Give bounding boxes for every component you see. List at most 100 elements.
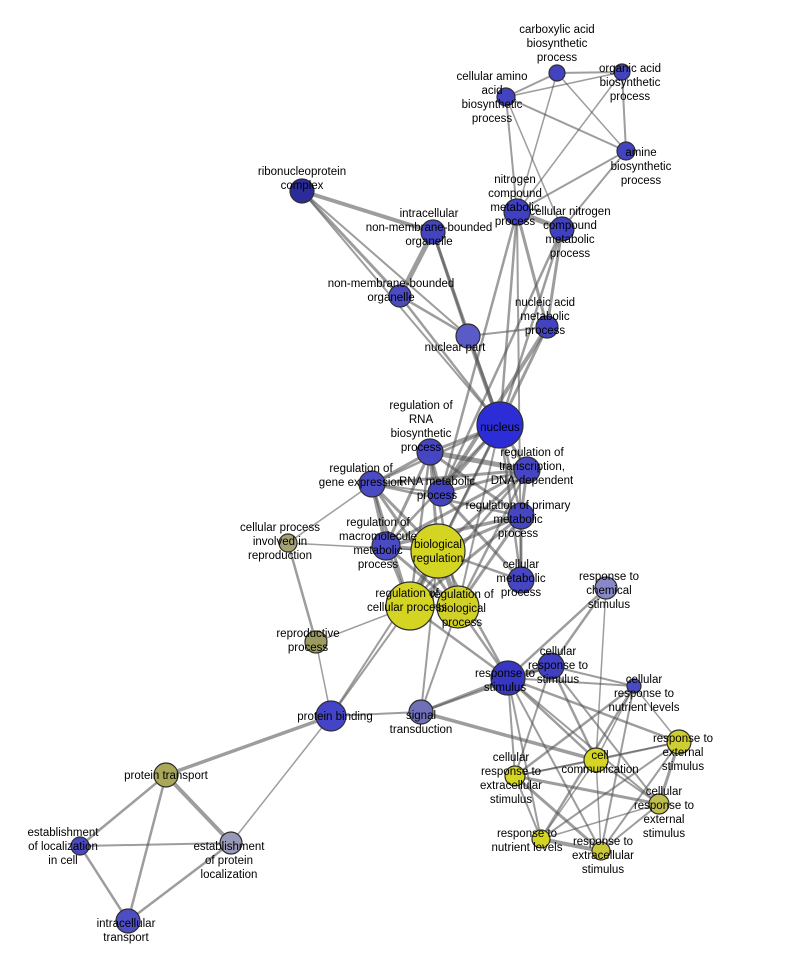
node-nuclear-part[interactable] xyxy=(455,323,481,349)
node-organic-acid-biosynthetic-process[interactable] xyxy=(613,63,631,81)
node-cellular-response-to-nutrient-levels[interactable] xyxy=(626,678,642,694)
edge-organic-acid-biosynthetic-process--nitrogen-compound-metabolic-process xyxy=(516,71,623,213)
node-nitrogen-compound-metabolic-process[interactable] xyxy=(503,198,531,226)
node-cellular-response-to-extracellular-stimulus[interactable] xyxy=(504,765,526,787)
edge-response-to-stimulus--response-to-nutrient-levels xyxy=(507,677,542,840)
edge-response-to-stimulus--response-to-chemical-stimulus xyxy=(507,587,607,679)
edge-cellular-nitrogen-compound-metabolic-process--nucleus xyxy=(498,228,564,426)
edge-cellular-process-involved-in-reproduction--reproductive-process xyxy=(286,542,318,643)
edge-establishment-of-localization-in-cell--intracellular-transport xyxy=(78,845,130,922)
node-regulation-of-transcription-dna-dependent[interactable] xyxy=(513,456,541,484)
node-response-to-external-stimulus[interactable] xyxy=(666,729,692,755)
node-layer xyxy=(70,63,692,934)
node-cell-communication[interactable] xyxy=(583,747,609,773)
node-cellular-amino-acid-biosynthetic-process[interactable] xyxy=(496,87,516,107)
node-response-to-nutrient-levels[interactable] xyxy=(531,829,551,849)
node-rna-metabolic-process[interactable] xyxy=(427,479,455,507)
edge-protein-binding--protein-transport xyxy=(165,714,332,777)
node-label-protein-binding: protein binding xyxy=(297,711,372,723)
node-regulation-of-cellular-process[interactable] xyxy=(385,581,435,631)
edge-regulation-of-rna-biosynthetic-process--regulation-of-macromolecule-metabolic-process xyxy=(384,451,432,547)
edge-cell-communication--response-to-extracellular-stimulus xyxy=(595,759,602,852)
node-cellular-response-to-external-stimulus[interactable] xyxy=(648,793,670,815)
node-cellular-nitrogen-compound-metabolic-process[interactable] xyxy=(549,216,575,242)
node-nucleus[interactable] xyxy=(476,401,524,449)
edge-regulation-of-transcription-dna-dependent--rna-metabolic-process xyxy=(440,468,528,495)
edge-cellular-amino-acid-biosynthetic-process--amine-biosynthetic-process xyxy=(505,96,627,152)
edge-carboxylic-acid-biosynthetic-process--nitrogen-compound-metabolic-process xyxy=(516,72,558,213)
edge-response-to-stimulus--cellular-response-to-external-stimulus xyxy=(507,677,660,805)
node-intracellular-non-membrane-bounded-organelle[interactable] xyxy=(420,219,446,245)
node-label-nuclear-part: nuclear part xyxy=(425,342,487,354)
node-response-to-chemical-stimulus[interactable] xyxy=(594,576,618,600)
node-regulation-of-gene-expression[interactable] xyxy=(358,470,386,498)
node-amine-biosynthetic-process[interactable] xyxy=(616,141,636,161)
node-regulation-of-primary-metabolic-process[interactable] xyxy=(507,502,535,530)
node-intracellular-transport[interactable] xyxy=(115,908,141,934)
node-regulation-of-biological-process[interactable] xyxy=(436,585,480,629)
node-regulation-of-macromolecule-metabolic-process[interactable] xyxy=(371,531,401,561)
edge-organic-acid-biosynthetic-process--amine-biosynthetic-process xyxy=(621,71,627,152)
edge-protein-transport--establishment-of-protein-localization xyxy=(164,773,233,845)
node-non-membrane-bounded-organelle[interactable] xyxy=(388,284,412,308)
node-biological-regulation[interactable] xyxy=(410,523,466,579)
edge-cellular-response-to-extracellular-stimulus--response-to-nutrient-levels xyxy=(514,775,542,840)
node-reproductive-process[interactable] xyxy=(304,630,328,654)
node-response-to-stimulus[interactable] xyxy=(490,660,526,696)
edge-signal-transduction--cell-communication xyxy=(420,710,597,762)
node-cellular-metabolic-process[interactable] xyxy=(507,566,535,594)
edge-regulation-of-transcription-dna-dependent--regulation-of-gene-expression xyxy=(371,468,528,486)
node-cellular-process-involved-in-reproduction[interactable] xyxy=(278,533,298,553)
edge-establishment-of-protein-localization--intracellular-transport xyxy=(127,842,232,922)
edge-ribonucleoprotein-complex--nuclear-part xyxy=(301,190,469,337)
edge-organic-acid-biosynthetic-process--cellular-amino-acid-biosynthetic-process xyxy=(505,71,623,98)
node-ribonucleoprotein-complex[interactable] xyxy=(289,178,315,204)
node-protein-binding[interactable] xyxy=(315,700,347,732)
edge-cellular-amino-acid-biosynthetic-process--nitrogen-compound-metabolic-process xyxy=(505,96,518,213)
node-nucleic-acid-metabolic-process[interactable] xyxy=(535,315,559,339)
node-carboxylic-acid-biosynthetic-process[interactable] xyxy=(548,64,566,82)
edge-cellular-response-to-extracellular-stimulus--response-to-extracellular-stimulus xyxy=(514,774,602,853)
node-response-to-extracellular-stimulus[interactable] xyxy=(591,841,611,861)
edge-layer xyxy=(78,71,681,922)
edge-cellular-response-to-extracellular-stimulus--cellular-response-to-external-stimulus xyxy=(514,774,660,806)
node-establishment-of-localization-in-cell[interactable] xyxy=(70,836,90,856)
node-regulation-of-rna-biosynthetic-process[interactable] xyxy=(416,438,444,466)
node-signal-transduction[interactable] xyxy=(408,699,434,725)
edge-nitrogen-compound-metabolic-process--nucleic-acid-metabolic-process xyxy=(515,211,549,328)
node-cellular-response-to-stimulus[interactable] xyxy=(537,652,565,680)
edge-cell-communication--cellular-response-to-external-stimulus xyxy=(595,759,660,805)
edge-response-to-extracellular-stimulus--cellular-response-to-nutrient-levels xyxy=(600,685,635,852)
edge-response-to-nutrient-levels--response-to-extracellular-stimulus xyxy=(540,837,602,853)
edge-response-to-stimulus--response-to-extracellular-stimulus xyxy=(507,677,602,852)
edge-amine-biosynthetic-process--cellular-nitrogen-compound-metabolic-process xyxy=(561,150,627,230)
node-establishment-of-protein-localization[interactable] xyxy=(219,831,243,855)
node-label-protein-transport: protein transport xyxy=(124,770,209,782)
node-protein-transport[interactable] xyxy=(153,762,179,788)
edge-cellular-response-to-stimulus--response-to-chemical-stimulus xyxy=(549,587,608,667)
edge-protein-transport--intracellular-transport xyxy=(126,774,168,922)
